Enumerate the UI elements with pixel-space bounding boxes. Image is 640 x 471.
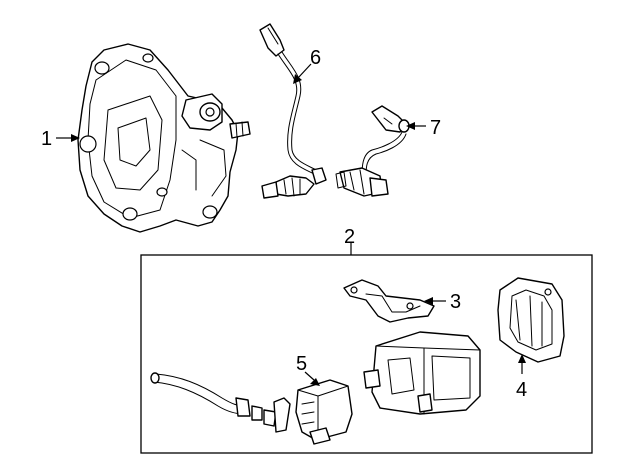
assembly-box: [140, 254, 593, 454]
part-purge-valve[interactable]: [295, 379, 353, 445]
part-shield[interactable]: [497, 277, 565, 363]
callout-4: 4: [516, 379, 527, 401]
callout-3: 3: [450, 291, 461, 313]
part-bracket[interactable]: [343, 279, 435, 323]
callout-5: 5: [296, 353, 307, 375]
callout-1: 1: [41, 128, 52, 150]
leader-3: [424, 297, 446, 305]
callout-2: 2: [344, 226, 355, 248]
leader-1: [56, 134, 80, 142]
callout-6: 6: [310, 47, 321, 69]
part-vacuum-pump[interactable]: [77, 43, 251, 233]
part-oxygen-sensor-upstream[interactable]: [259, 23, 327, 199]
callout-7: 7: [430, 117, 441, 139]
part-vapor-hose[interactable]: [150, 372, 291, 433]
part-charcoal-canister[interactable]: [363, 331, 481, 415]
leader-6: [293, 63, 312, 84]
leader-7: [406, 122, 426, 130]
leader-4: [518, 354, 526, 374]
part-oxygen-sensor-downstream[interactable]: [335, 105, 410, 197]
leader-5: [304, 371, 320, 386]
